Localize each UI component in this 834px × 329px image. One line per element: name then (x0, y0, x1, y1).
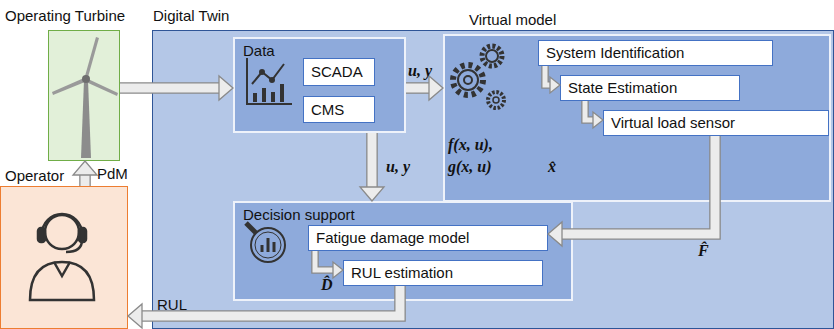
edge-label: PdM (97, 165, 128, 183)
block-arrow (73, 161, 97, 186)
virtual-model-panel: Virtual modelSystem IdentificationState … (443, 34, 831, 202)
edge-label: u, y (408, 62, 432, 80)
node-heading: Operating Turbine (5, 7, 125, 25)
block-arrow (545, 66, 560, 93)
node-heading: Virtual model (469, 11, 556, 29)
block-arrow (585, 101, 603, 128)
chart-icon (247, 58, 292, 104)
process-box: Virtual load sensor (603, 110, 829, 136)
box-label: System Identification (546, 44, 684, 62)
gears-icon (453, 46, 504, 108)
process-box: RUL estimation (343, 260, 543, 286)
process-box: Fatigue damage model (308, 225, 548, 251)
math-label: f(x, u), (448, 136, 493, 154)
operator-icon (30, 214, 94, 300)
analysis-icon (246, 223, 285, 262)
box-label: RUL estimation (351, 264, 453, 282)
edge-label: u, y (386, 158, 410, 176)
node-heading: Decision support (243, 206, 355, 224)
block-arrow (548, 136, 715, 246)
math-label: g(x, u) (448, 158, 492, 176)
box-label: State Estimation (568, 79, 677, 97)
node-heading: Operator (5, 167, 64, 185)
block-arrow (315, 251, 343, 278)
block-arrow (406, 76, 443, 100)
block-arrow (360, 133, 384, 201)
block-arrow (128, 286, 400, 328)
turbine-illustration (52, 37, 118, 158)
edge-label: F̂ (698, 242, 709, 260)
process-box: SCADA (303, 58, 375, 86)
process-box: CMS (303, 96, 375, 123)
math-label: x̂ (548, 158, 556, 176)
edge-label: D̂ (321, 276, 333, 294)
operator-box: Operator (0, 186, 128, 329)
box-label: Virtual load sensor (611, 114, 735, 132)
box-label: CMS (311, 101, 344, 119)
process-box: System Identification (538, 40, 773, 66)
box-label: Fatigue damage model (316, 229, 469, 247)
node-heading: Data (243, 42, 275, 60)
digital-twin-panel: Digital TwinDataSCADACMSVirtual modelSys… (152, 30, 834, 329)
node-heading: Digital Twin (153, 7, 229, 25)
box-label: SCADA (311, 63, 363, 81)
process-box: State Estimation (560, 75, 740, 101)
block-arrow (120, 76, 233, 100)
data-panel: DataSCADA CMS (233, 37, 406, 133)
edge-label: RUL (157, 296, 187, 314)
